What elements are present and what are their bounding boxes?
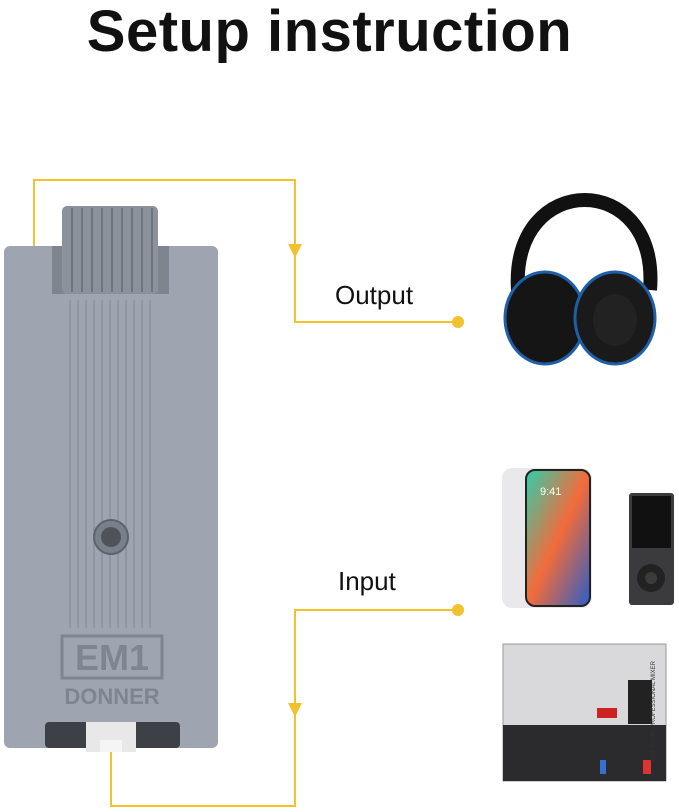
device-model-label: EM1: [74, 637, 150, 678]
mixer-side-text: DSP ECHO PROFESSIONAL MIXER: [651, 660, 657, 762]
input-dot: [452, 604, 464, 616]
device-brand-label: DONNER: [64, 684, 160, 709]
input-label: Input: [338, 566, 396, 596]
audio-mixer-image: [502, 643, 667, 782]
output-arrow-icon: [288, 244, 302, 258]
headphones-image: [503, 193, 658, 366]
page-title: Setup instruction: [86, 0, 573, 64]
output-label: Output: [335, 280, 414, 310]
smartphone-image: [502, 468, 592, 608]
input-arrow-icon: [288, 703, 302, 717]
output-dot: [452, 316, 464, 328]
phone-time: 9:41: [540, 486, 562, 498]
input-connection-line: [110, 609, 458, 807]
music-player-image: [629, 493, 674, 605]
em1-device: [4, 206, 218, 752]
output-connection-line: [33, 179, 458, 323]
